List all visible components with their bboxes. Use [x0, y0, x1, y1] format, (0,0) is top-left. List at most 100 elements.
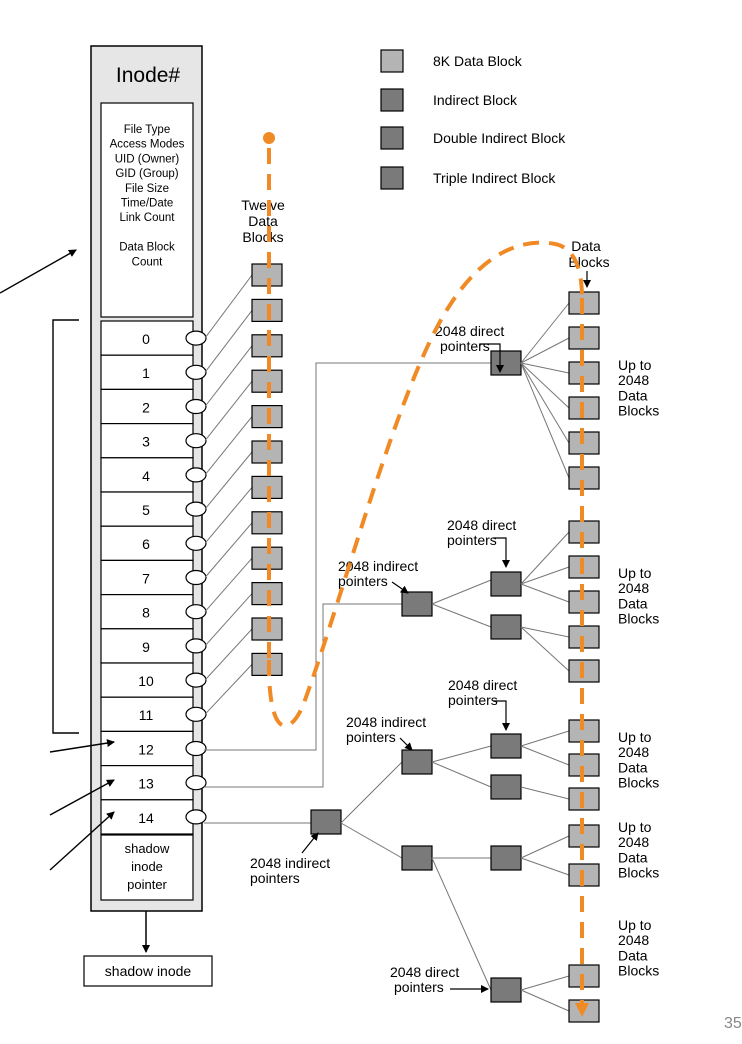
pointer-oval-10: [185, 672, 207, 688]
pointer-index-2: 2: [142, 399, 150, 415]
pointer-row-0: [100, 320, 194, 356]
attribute-arrow: [0, 249, 77, 294]
pointer-oval-0: [185, 330, 207, 346]
direct-label-c-2: pointers: [448, 692, 498, 708]
arrow-ptr-12: [49, 739, 115, 753]
pointer-row-14: [100, 799, 194, 835]
upto-label-4-2: Data: [618, 947, 648, 963]
pointer-oval-6: [185, 535, 207, 551]
upto-label-0-3: Blocks: [618, 403, 659, 419]
pointer-oval-1: [185, 364, 207, 380]
data-blocks-label-1: Data: [571, 238, 601, 254]
upto-label-3-1: 2048: [618, 834, 649, 850]
upto-label-3-3: Blocks: [618, 865, 659, 881]
upto-label-2-2: Data: [618, 759, 648, 775]
shadow-inode-label: shadow inode: [105, 963, 192, 979]
legend-label-data-block: 8K Data Block: [433, 53, 523, 69]
legend-label-triple-indirect: Triple Indirect Block: [433, 170, 556, 186]
inode-field-4: File Size: [125, 183, 169, 195]
triple-level3-d: [490, 977, 522, 1003]
triple-level3-c: [490, 845, 522, 871]
inode-field-3: GID (Group): [115, 168, 178, 180]
pointer-oval-14: [185, 809, 207, 825]
direct-label-c-1: 2048 direct: [448, 677, 517, 693]
upto-label-4-0: Up to: [618, 917, 652, 933]
inode-field-9: Count: [132, 256, 163, 268]
arrow-ptr-13: [49, 779, 115, 816]
upto-label-1-0: Up to: [618, 565, 652, 581]
inode-field-5: Time/Date: [121, 198, 174, 210]
twelve-label-1: Twelve: [241, 197, 285, 213]
upto-label-2-1: 2048: [618, 744, 649, 760]
legend-swatch-indirect: [380, 88, 404, 112]
upto-label-1-3: Blocks: [618, 611, 659, 627]
upto-label-0-1: 2048: [618, 372, 649, 388]
direct-label-a-2: pointers: [440, 338, 490, 354]
shadow-pointer-line-3: pointer: [127, 877, 167, 892]
pointer-index-13: 13: [138, 776, 154, 792]
single-indirect-block: [490, 350, 522, 376]
pointer-oval-2: [185, 398, 207, 415]
twelve-label-2: Data: [248, 213, 278, 229]
pointer-oval-11: [185, 706, 207, 722]
pointer-oval-4: [185, 467, 207, 483]
legend-swatch-data-block: [380, 49, 404, 73]
double-child-a: [490, 571, 522, 597]
indirect-label-c-1: 2048 indirect: [250, 855, 330, 871]
double-indirect-block: [401, 591, 433, 617]
inode-attribute-box: [100, 102, 194, 318]
pointer-index-5: 5: [142, 502, 150, 518]
indirect-label-a-1: 2048 indirect: [338, 558, 418, 574]
double-child-b: [490, 614, 522, 640]
direct-label-a-1: 2048 direct: [435, 323, 504, 339]
inode-field-2: UID (Owner): [115, 153, 180, 165]
pointer-index-0: 0: [142, 331, 150, 347]
legend-label-indirect: Indirect Block: [433, 92, 518, 108]
inode-field-8: Data Block: [119, 242, 175, 254]
indirect-label-b-2: pointers: [346, 729, 396, 745]
inode-field-6: Link Count: [120, 212, 176, 224]
pointer-index-6: 6: [142, 536, 150, 552]
indirect-tree: [310, 291, 600, 1023]
pointer-index-10: 10: [138, 673, 154, 689]
indirect-label-b-1: 2048 indirect: [346, 714, 426, 730]
shadow-pointer-line-2: inode: [131, 859, 163, 874]
pointer-oval-9: [185, 638, 207, 654]
inode-field-0: File Type: [124, 124, 170, 136]
upto-label-2-3: Blocks: [618, 775, 659, 791]
direct-label-b-1: 2048 direct: [447, 517, 516, 533]
twelve-data-blocks-label: Twelve Data Blocks: [241, 197, 285, 245]
pointer-oval-3: [185, 433, 207, 449]
pointer-index-12: 12: [138, 741, 154, 757]
indirect-label-a-2: pointers: [338, 573, 388, 589]
pointer-row-11: [100, 696, 194, 733]
legend-swatch-triple-indirect: [380, 166, 404, 190]
triple-level2-a: [401, 749, 433, 775]
pointer-index-14: 14: [138, 810, 154, 826]
triple-level3-a: [490, 733, 522, 759]
upto-label-4-3: Blocks: [618, 963, 659, 979]
pointer-row-5: [100, 491, 194, 527]
upto-label-0-0: Up to: [618, 357, 652, 373]
direct-bracket: [52, 319, 79, 734]
triple-indirect-block: [310, 809, 342, 835]
left-annotations: [0, 249, 115, 871]
upto-label-3-2: Data: [618, 849, 648, 865]
legend: 8K Data Block Indirect Block Double Indi…: [380, 49, 566, 190]
legend-swatch-double-indirect: [380, 126, 404, 150]
pointer-index-1: 1: [142, 365, 150, 381]
pointer-index-9: 9: [142, 639, 150, 655]
direct-label-d-2: pointers: [394, 979, 444, 995]
arrow-ptr-14: [49, 811, 115, 871]
pointer-index-3: 3: [142, 434, 150, 450]
link-ptr-12: [204, 362, 491, 751]
pointer-row-8: [100, 593, 194, 630]
pointer-oval-8: [185, 604, 207, 620]
inode-title: Inode#: [116, 64, 181, 87]
direct-label-d-1: 2048 direct: [390, 964, 459, 980]
trace-start-dot: [263, 132, 275, 144]
pointer-row-6: [100, 525, 194, 562]
